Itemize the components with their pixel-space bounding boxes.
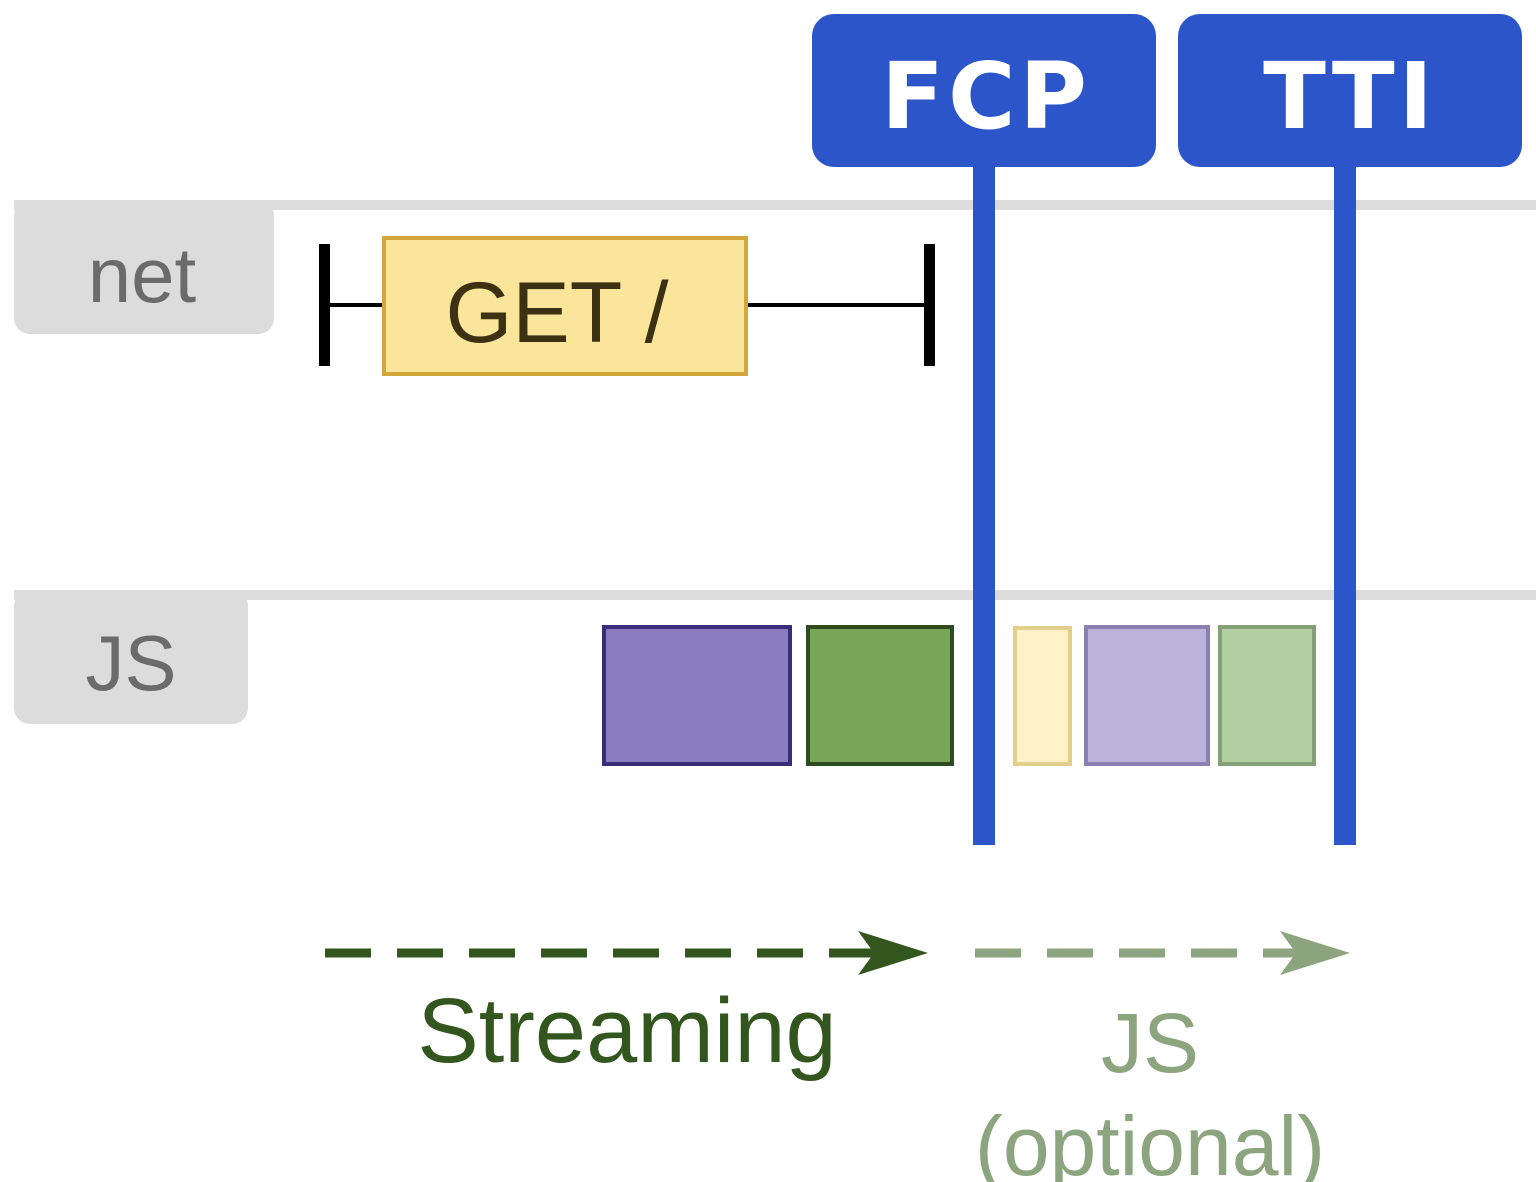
request-span: GET / bbox=[319, 236, 935, 376]
net-lane-divider bbox=[14, 200, 1536, 210]
streaming-phase: Streaming bbox=[325, 931, 928, 1082]
js-arrow-head bbox=[1280, 931, 1350, 975]
tti-marker-badge bbox=[1178, 14, 1522, 167]
net-lane: net bbox=[14, 200, 1536, 334]
get-request-label: GET / bbox=[445, 265, 668, 361]
net-lane-tab bbox=[14, 200, 274, 334]
request-start-tick bbox=[319, 244, 330, 366]
js-lane: JS bbox=[14, 590, 1536, 724]
js-task-yellow-light bbox=[1013, 626, 1072, 766]
js-optional-phase: JS (optional) bbox=[975, 931, 1350, 1182]
js-lane-tab bbox=[14, 590, 248, 724]
fcp-marker-badge bbox=[812, 14, 1156, 167]
js-task-purple-light bbox=[1084, 625, 1210, 766]
js-phase-label-line2: (optional) bbox=[975, 1099, 1325, 1182]
get-request-box bbox=[382, 236, 748, 376]
js-task-green-light bbox=[1218, 625, 1316, 766]
streaming-arrow-head bbox=[858, 931, 928, 975]
fcp-marker-label: FCP bbox=[881, 43, 1091, 150]
tti-marker: TTI bbox=[1178, 14, 1522, 845]
fcp-marker-line bbox=[973, 150, 995, 845]
js-tasks bbox=[602, 625, 1316, 766]
tti-marker-line bbox=[1334, 150, 1356, 845]
js-task-green bbox=[806, 625, 954, 766]
js-task-purple bbox=[602, 625, 792, 766]
fcp-marker: FCP bbox=[812, 14, 1156, 845]
js-phase-label-line1: JS bbox=[1101, 996, 1199, 1090]
tti-marker-label: TTI bbox=[1263, 43, 1437, 150]
js-lane-label: JS bbox=[85, 619, 176, 707]
net-lane-label: net bbox=[88, 231, 197, 319]
streaming-phase-label: Streaming bbox=[417, 980, 836, 1082]
js-lane-divider bbox=[14, 590, 1536, 600]
